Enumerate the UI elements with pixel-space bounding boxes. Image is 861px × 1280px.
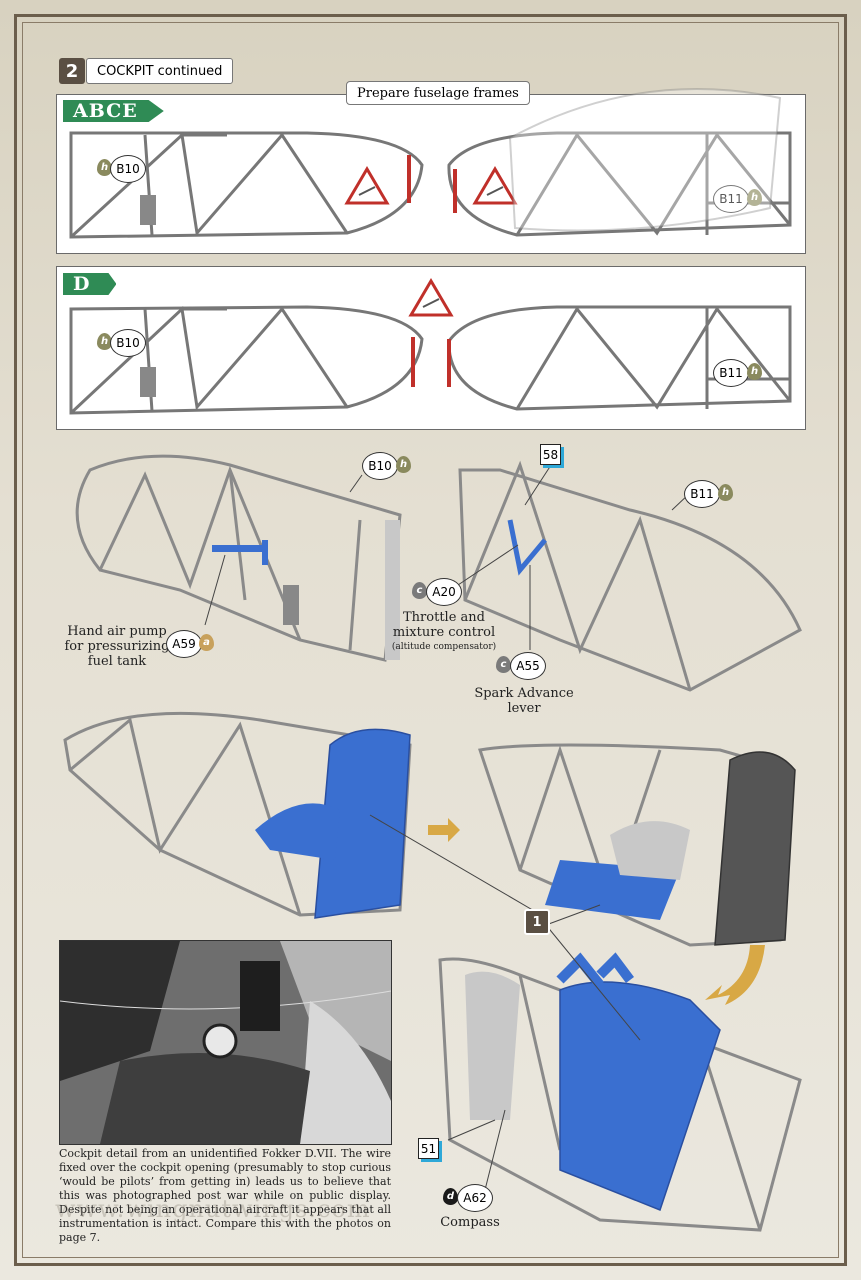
warning-triangle-icon — [344, 166, 390, 205]
part-ref-b10-assembly: B10 — [362, 452, 398, 480]
paint-drop-icon: h — [97, 159, 112, 176]
frame-drawing-abce — [69, 131, 792, 239]
paint-drop-icon: a — [199, 634, 214, 651]
ref-box-51: 51 — [418, 1138, 439, 1159]
paint-drop-icon: h — [97, 333, 112, 350]
variant-tag: ABCE — [63, 100, 164, 122]
panel-abce: ABCE h B10 B11 h — [56, 94, 806, 254]
part-ref-b10: B10 — [110, 155, 146, 183]
step-title: COCKPIT continued — [86, 58, 234, 84]
paint-drop-icon: h — [396, 456, 411, 473]
spark-label: Spark Advance lever — [474, 686, 574, 716]
frame-drawing-d — [69, 278, 792, 415]
cockpit-photo — [59, 940, 392, 1145]
step-number: 2 — [59, 58, 85, 84]
paint-drop-icon: h — [747, 189, 762, 206]
warning-triangle-icon — [408, 278, 454, 317]
part-ref-b11: B11 — [713, 359, 749, 387]
page-border-inner — [22, 22, 839, 1258]
photo-caption: Cockpit detail from an unidentified Fokk… — [59, 1147, 391, 1244]
part-ref-b10: B10 — [110, 329, 146, 357]
paint-drop-icon: h — [718, 484, 733, 501]
panel-d: D h B10 B11 h — [56, 266, 806, 430]
throttle-label: Throttle and mixture control — [392, 610, 496, 640]
paint-drop-icon: c — [496, 656, 511, 673]
part-ref-a55: A55 — [510, 652, 546, 680]
throttle-sub-label: (altitude compensator) — [391, 642, 497, 652]
warning-triangle-icon — [472, 166, 518, 205]
pump-label: Hand air pump for pressurizing fuel tank — [64, 624, 170, 669]
part-ref-b11: B11 — [713, 185, 749, 213]
prepare-caption: Prepare fuselage frames — [346, 81, 530, 105]
ref-box-58: 58 — [540, 444, 561, 465]
part-ref-a62: A62 — [457, 1184, 493, 1212]
page-border — [14, 14, 847, 1266]
paint-drop-icon: h — [747, 363, 762, 380]
watermark-url: www.wingnutwings.com — [55, 1195, 371, 1223]
photo-detail — [60, 941, 391, 1144]
variant-tag: D — [63, 273, 117, 295]
part-ref-b11-assembly: B11 — [684, 480, 720, 508]
sub-assembly-1: 1 — [524, 909, 550, 935]
compass-label: Compass — [440, 1215, 500, 1230]
part-ref-a20: A20 — [426, 578, 462, 606]
paint-drop-icon: d — [443, 1188, 458, 1205]
part-ref-a59: A59 — [166, 630, 202, 658]
paint-drop-icon: c — [412, 582, 427, 599]
